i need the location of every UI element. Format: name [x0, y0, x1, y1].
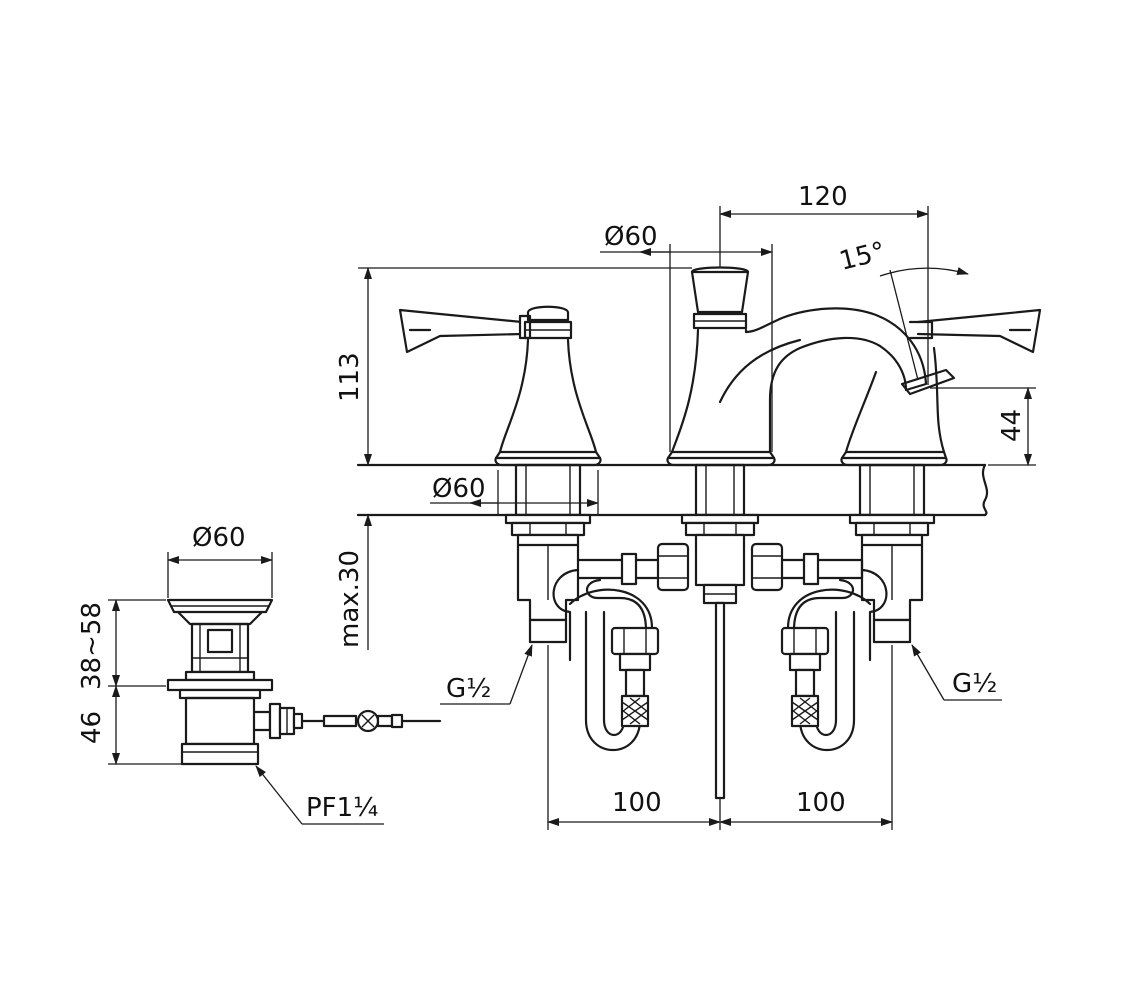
- dim-drain-thread: PF1¼: [306, 793, 378, 823]
- left-handle-valve: [398, 305, 602, 644]
- dim-base-diameter: Ø60: [432, 474, 486, 504]
- drain-assembly: [166, 598, 442, 766]
- right-handle-valve: [840, 308, 1042, 644]
- dim-left-inlet-thread: G½: [446, 674, 491, 704]
- dim-spout-diameter: Ø60: [604, 222, 658, 252]
- center-spout: [666, 266, 956, 800]
- dimension-lines: [108, 206, 1036, 830]
- right-hose-assembly: [780, 568, 888, 752]
- left-hose-assembly: [552, 568, 660, 752]
- dim-deck-thickness: max.30: [335, 550, 365, 648]
- dim-drain-lower-height: 46: [77, 711, 107, 744]
- dim-total-height: 113: [335, 352, 365, 402]
- dim-left-spacing: 100: [612, 788, 662, 818]
- dim-right-inlet-thread: G½: [952, 669, 997, 699]
- dim-spout-height: 44: [997, 409, 1027, 442]
- dim-spout-angle: 15°: [836, 237, 888, 277]
- dim-drain-diameter: Ø60: [192, 523, 246, 553]
- dim-drain-upper-range: 38~58: [77, 602, 107, 690]
- dim-right-spacing: 100: [796, 788, 846, 818]
- cross-pipe: [576, 542, 864, 592]
- dim-spout-reach: 120: [798, 182, 848, 212]
